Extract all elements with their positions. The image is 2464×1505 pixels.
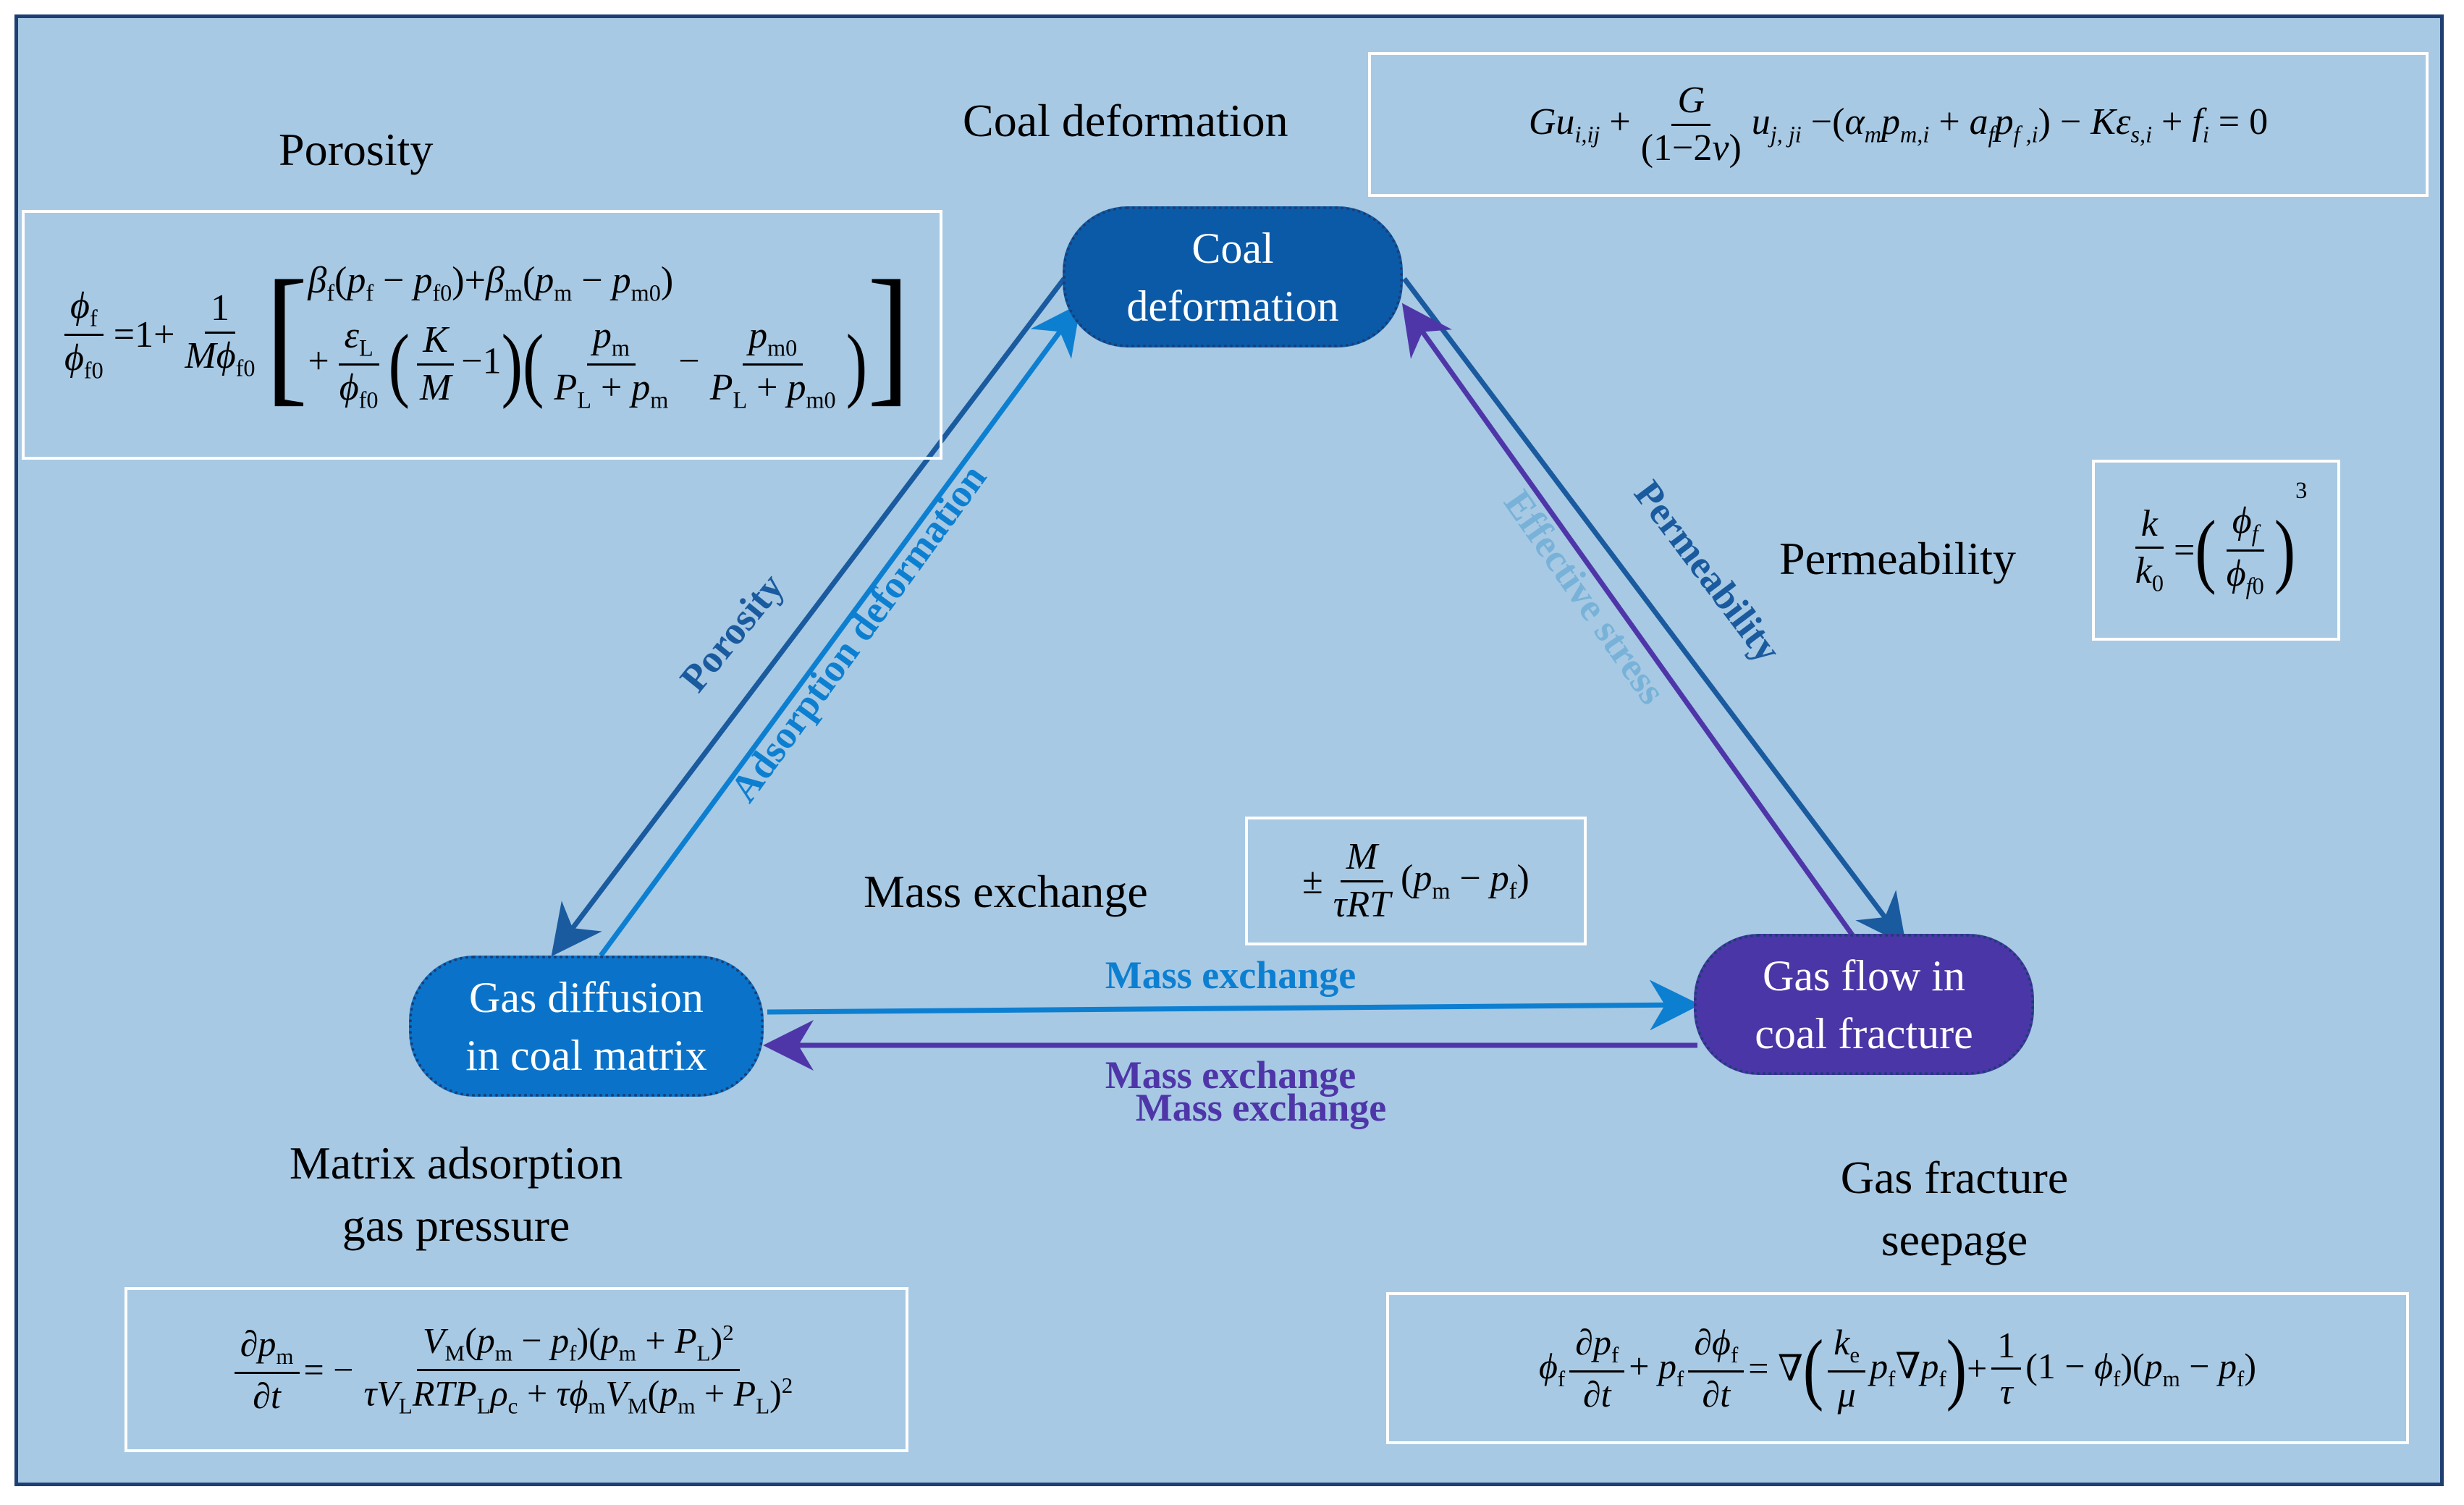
arrow-label-mass-exchange-bottom1: Mass exchange [1105,1053,1356,1097]
arrow-label-permeability: Permeability [1626,473,1790,670]
label-permeability: Permeability [1779,533,2017,584]
node-coal-deformation-line2: deformation [1126,282,1339,330]
arrow-mass-exchange-right [767,979,1700,1031]
label-matrix-adsorption: Matrix adsorption gas pressure [239,1137,673,1252]
node-coal-deformation-line1: Coal [1191,224,1274,272]
label-gas-fracture-line2: seepage [1881,1214,2028,1265]
arrow-porosity [551,277,1066,957]
node-gas-diffusion-line2: in coal matrix [465,1031,707,1079]
label-coal-deformation: Coal deformation [963,95,1288,146]
arrow-adsorption-deformation [599,303,1081,958]
node-gas-diffusion: Gas diffusion in coal matrix [409,956,764,1097]
label-mass-exchange: Mass exchange [864,866,1148,917]
arrow-permeability [1402,277,1907,946]
node-coal-deformation: Coal deformation [1063,206,1403,347]
arrow-label-mass-exchange-bottom2: Mass exchange [1136,1086,1386,1129]
label-matrix-adsorption-line2: gas pressure [342,1200,570,1251]
node-gas-diffusion-line1: Gas diffusion [469,973,704,1021]
arrow-label-adsorption-deformation: Adsorption deformation [722,456,995,809]
arrow-label-porosity: Porosity [672,565,793,700]
arrow-effective-stress [1401,303,1859,943]
label-porosity: Porosity [279,124,434,175]
node-gas-flow: Gas flow in coal fracture [1694,934,2034,1075]
node-gas-flow-line1: Gas flow in [1763,951,1965,1000]
node-gas-flow-line2: coal fracture [1755,1009,1973,1058]
arrow-label-mass-exchange-top: Mass exchange [1105,953,1356,997]
label-matrix-adsorption-line1: Matrix adsorption [289,1137,623,1189]
label-gas-fracture-line1: Gas fracture [1840,1152,2069,1203]
label-gas-fracture-seepage: Gas fracture seepage [1759,1151,2150,1267]
equation-coal-deformation: Gui,ij + G(1−2ν) uj, ji −(αmpm,i + afpf … [1368,52,2429,197]
